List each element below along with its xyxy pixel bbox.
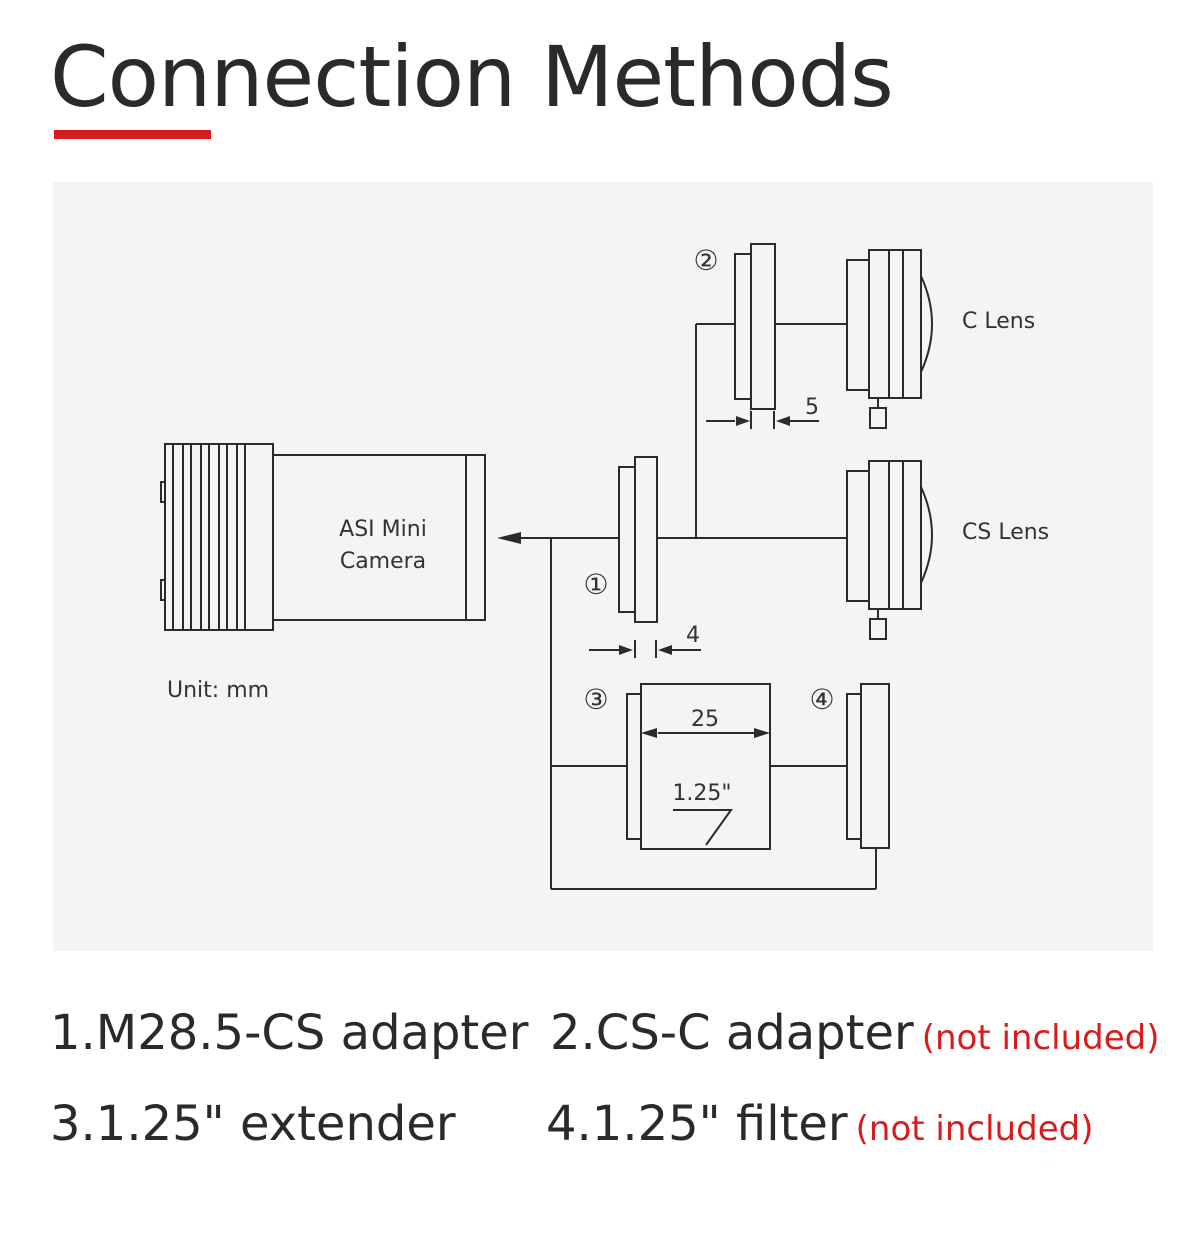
c-lens xyxy=(846,249,933,429)
legend-item-1: 1.M28.5-CS adapter xyxy=(50,1005,529,1061)
connection-diagram: ASI Mini Camera Unit: mm ① xyxy=(160,243,1049,890)
legend-item-3-text: 3.1.25" extender xyxy=(50,1096,456,1152)
legend-item-1-text: 1.M28.5-CS adapter xyxy=(50,1005,529,1061)
cs-lens-label: CS Lens xyxy=(962,520,1049,545)
dim-5-label: 5 xyxy=(805,395,819,420)
diagram-panel: ASI Mini Camera Unit: mm ① xyxy=(53,182,1153,951)
size-label: 1.25" xyxy=(672,781,731,806)
legend-item-2-text: 2.CS-C adapter xyxy=(550,1005,914,1061)
legend-item-2-note: (not included) xyxy=(921,1018,1160,1058)
camera-body xyxy=(160,443,486,631)
page-title: Connection Methods xyxy=(50,28,894,126)
dim-4-label: 4 xyxy=(686,623,700,648)
marker-1: ① xyxy=(583,568,608,601)
extender-3 xyxy=(626,683,771,850)
adapter-2 xyxy=(734,243,776,410)
cs-lens xyxy=(846,460,933,640)
c-lens-label: C Lens xyxy=(962,309,1035,334)
legend-item-3: 3.1.25" extender xyxy=(50,1096,456,1152)
filter-4 xyxy=(846,683,890,849)
title-underline xyxy=(54,130,211,139)
dim-25-label: 25 xyxy=(691,707,719,732)
marker-3: ③ xyxy=(583,683,608,716)
legend-item-4-note: (not included) xyxy=(855,1109,1094,1149)
legend-item-2: 2.CS-C adapter(not included) xyxy=(550,1005,1160,1061)
marker-2: ② xyxy=(693,244,718,277)
connection-lines xyxy=(497,323,877,890)
camera-label-line1: ASI Mini xyxy=(339,517,427,542)
unit-label: Unit: mm xyxy=(167,678,269,703)
marker-4: ④ xyxy=(809,683,834,716)
legend-item-4: 4.1.25" filter(not included) xyxy=(546,1096,1093,1152)
camera-label-line2: Camera xyxy=(340,549,426,574)
dim-4-arrows xyxy=(589,640,701,658)
legend-item-4-text: 4.1.25" filter xyxy=(546,1096,848,1152)
adapter-1 xyxy=(618,456,658,623)
arrow-to-camera-icon xyxy=(497,532,521,544)
dim-5-arrows xyxy=(706,411,819,429)
